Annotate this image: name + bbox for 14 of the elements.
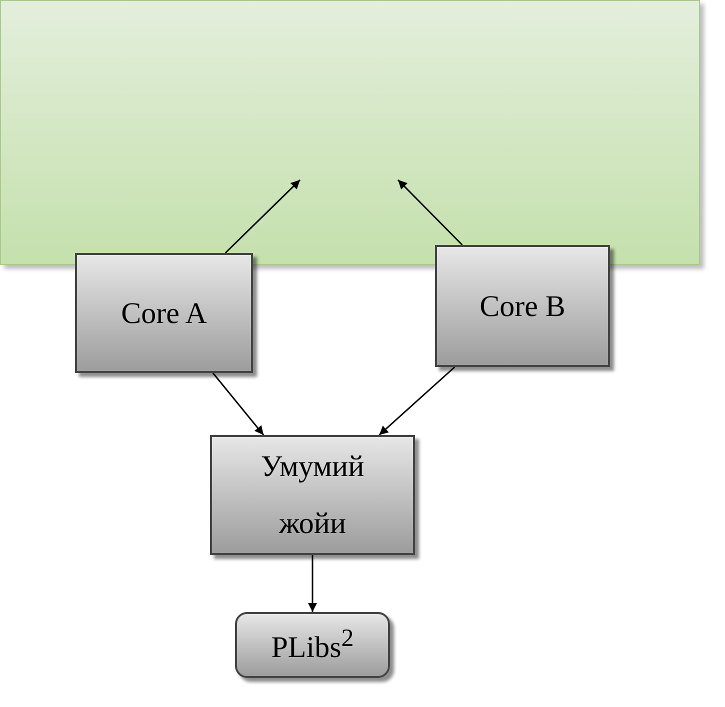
arrow xyxy=(308,555,317,612)
arrow xyxy=(212,372,264,436)
arrow xyxy=(224,179,301,254)
node-label: Core A xyxy=(120,296,208,332)
process-box xyxy=(435,245,610,367)
process-box xyxy=(75,253,253,373)
arrow xyxy=(378,366,456,436)
background-panel xyxy=(0,0,700,265)
node-label: Core B xyxy=(478,288,566,324)
arrow xyxy=(397,179,463,246)
process-box xyxy=(235,612,390,678)
node-label: PLibs$^{2}$ xyxy=(270,624,355,666)
node-label: Умумий жойи xyxy=(260,449,366,542)
process-box xyxy=(210,435,415,555)
